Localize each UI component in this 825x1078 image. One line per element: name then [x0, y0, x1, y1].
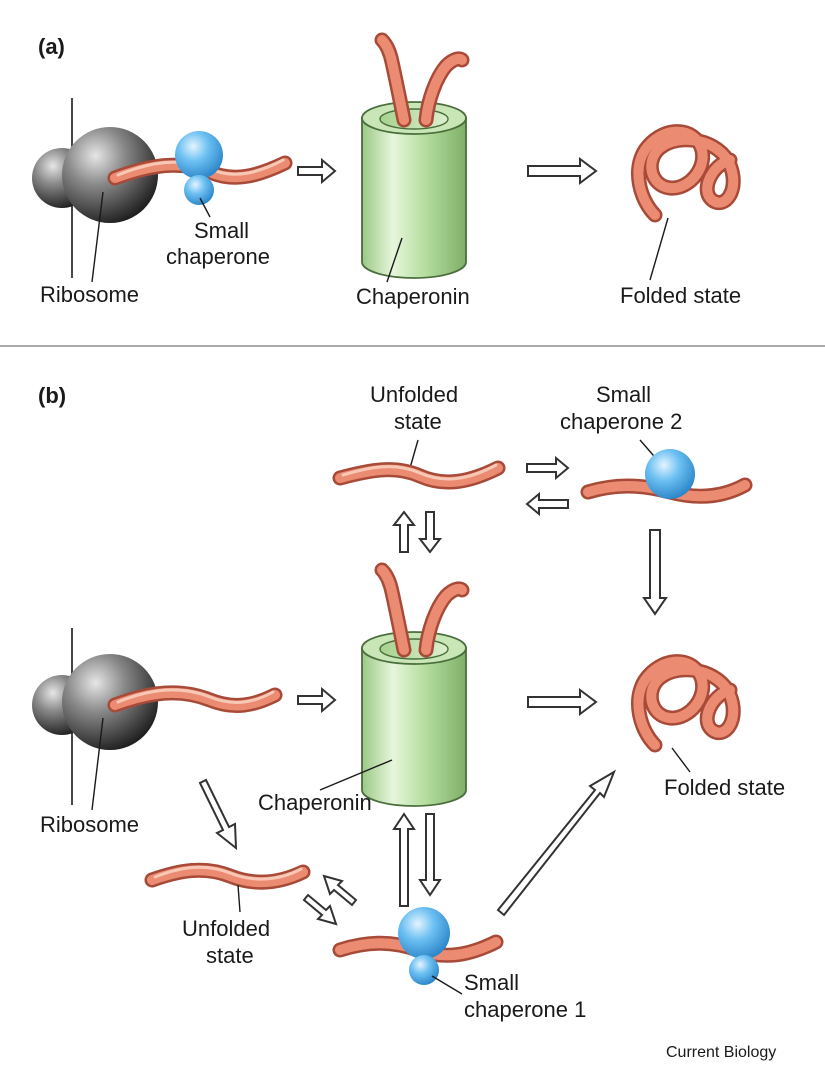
arrow-b-8 [496, 769, 617, 917]
ribosome-a [32, 98, 158, 278]
small-chaperone-a-label-1: Small [194, 218, 249, 243]
credit-text: Current Biology [666, 1044, 776, 1061]
small-chaperone-2-label-1: Small [596, 382, 651, 407]
folded-a-label: Folded state [620, 283, 741, 308]
arrow-b-4 [527, 688, 598, 716]
arrow-b-6 [302, 893, 338, 926]
chaperonin-a [361, 32, 470, 279]
small-chaperone-a-label-2: chaperone [166, 244, 270, 269]
chaperone-2-complex [580, 449, 753, 504]
chaperonin-b [361, 562, 470, 807]
chaperonin-b-label: Chaperonin [258, 790, 372, 815]
unfolded-top-label-2: state [394, 409, 442, 434]
ribosome-b [32, 628, 158, 805]
arrow-b-right-top [526, 455, 570, 481]
arrow-b-down-1 [417, 511, 443, 554]
ribosome-b-label: Ribosome [40, 812, 139, 837]
small-chaperone-1-label-1: Small [464, 970, 519, 995]
panel-a: (a) Small chaperone Ribosome [32, 32, 741, 309]
arrow-b-up-2 [392, 812, 416, 907]
chaperone-1-complex [332, 907, 504, 985]
unfolded-bottom-label-2: state [206, 943, 254, 968]
arrow-a-2 [527, 157, 598, 185]
folded-protein-a [630, 124, 741, 223]
arrow-b-5 [198, 778, 238, 851]
arrow-b-up-1 [391, 510, 417, 553]
unfolded-chain-top [332, 460, 506, 490]
ribosome-a-label: Ribosome [40, 282, 139, 307]
panel-b-label: (b) [38, 383, 66, 408]
small-chaperone-a [175, 131, 223, 205]
panel-a-label: (a) [38, 34, 65, 59]
arrow-b-down-3 [418, 813, 442, 897]
arrow-b-down-2 [642, 529, 668, 616]
arrow-b-left-top [525, 491, 569, 517]
folded-b-label: Folded state [664, 775, 785, 800]
unfolded-top-label-1: Unfolded [370, 382, 458, 407]
small-chaperone-1-label-2: chaperone 1 [464, 997, 586, 1022]
small-chaperone-2-label-2: chaperone 2 [560, 409, 682, 434]
chaperonin-a-label: Chaperonin [356, 284, 470, 309]
folded-protein-b [630, 654, 741, 753]
unfolded-chain-bottom [144, 862, 311, 890]
arrow-a-1 [297, 157, 337, 185]
unfolded-bottom-label-1: Unfolded [182, 916, 270, 941]
arrow-b-7 [322, 874, 358, 907]
nascent-chain-b [107, 685, 283, 713]
arrow-b-3 [297, 686, 337, 714]
panel-b: (b) Unfolded state Small chaperone 2 [32, 382, 785, 1022]
